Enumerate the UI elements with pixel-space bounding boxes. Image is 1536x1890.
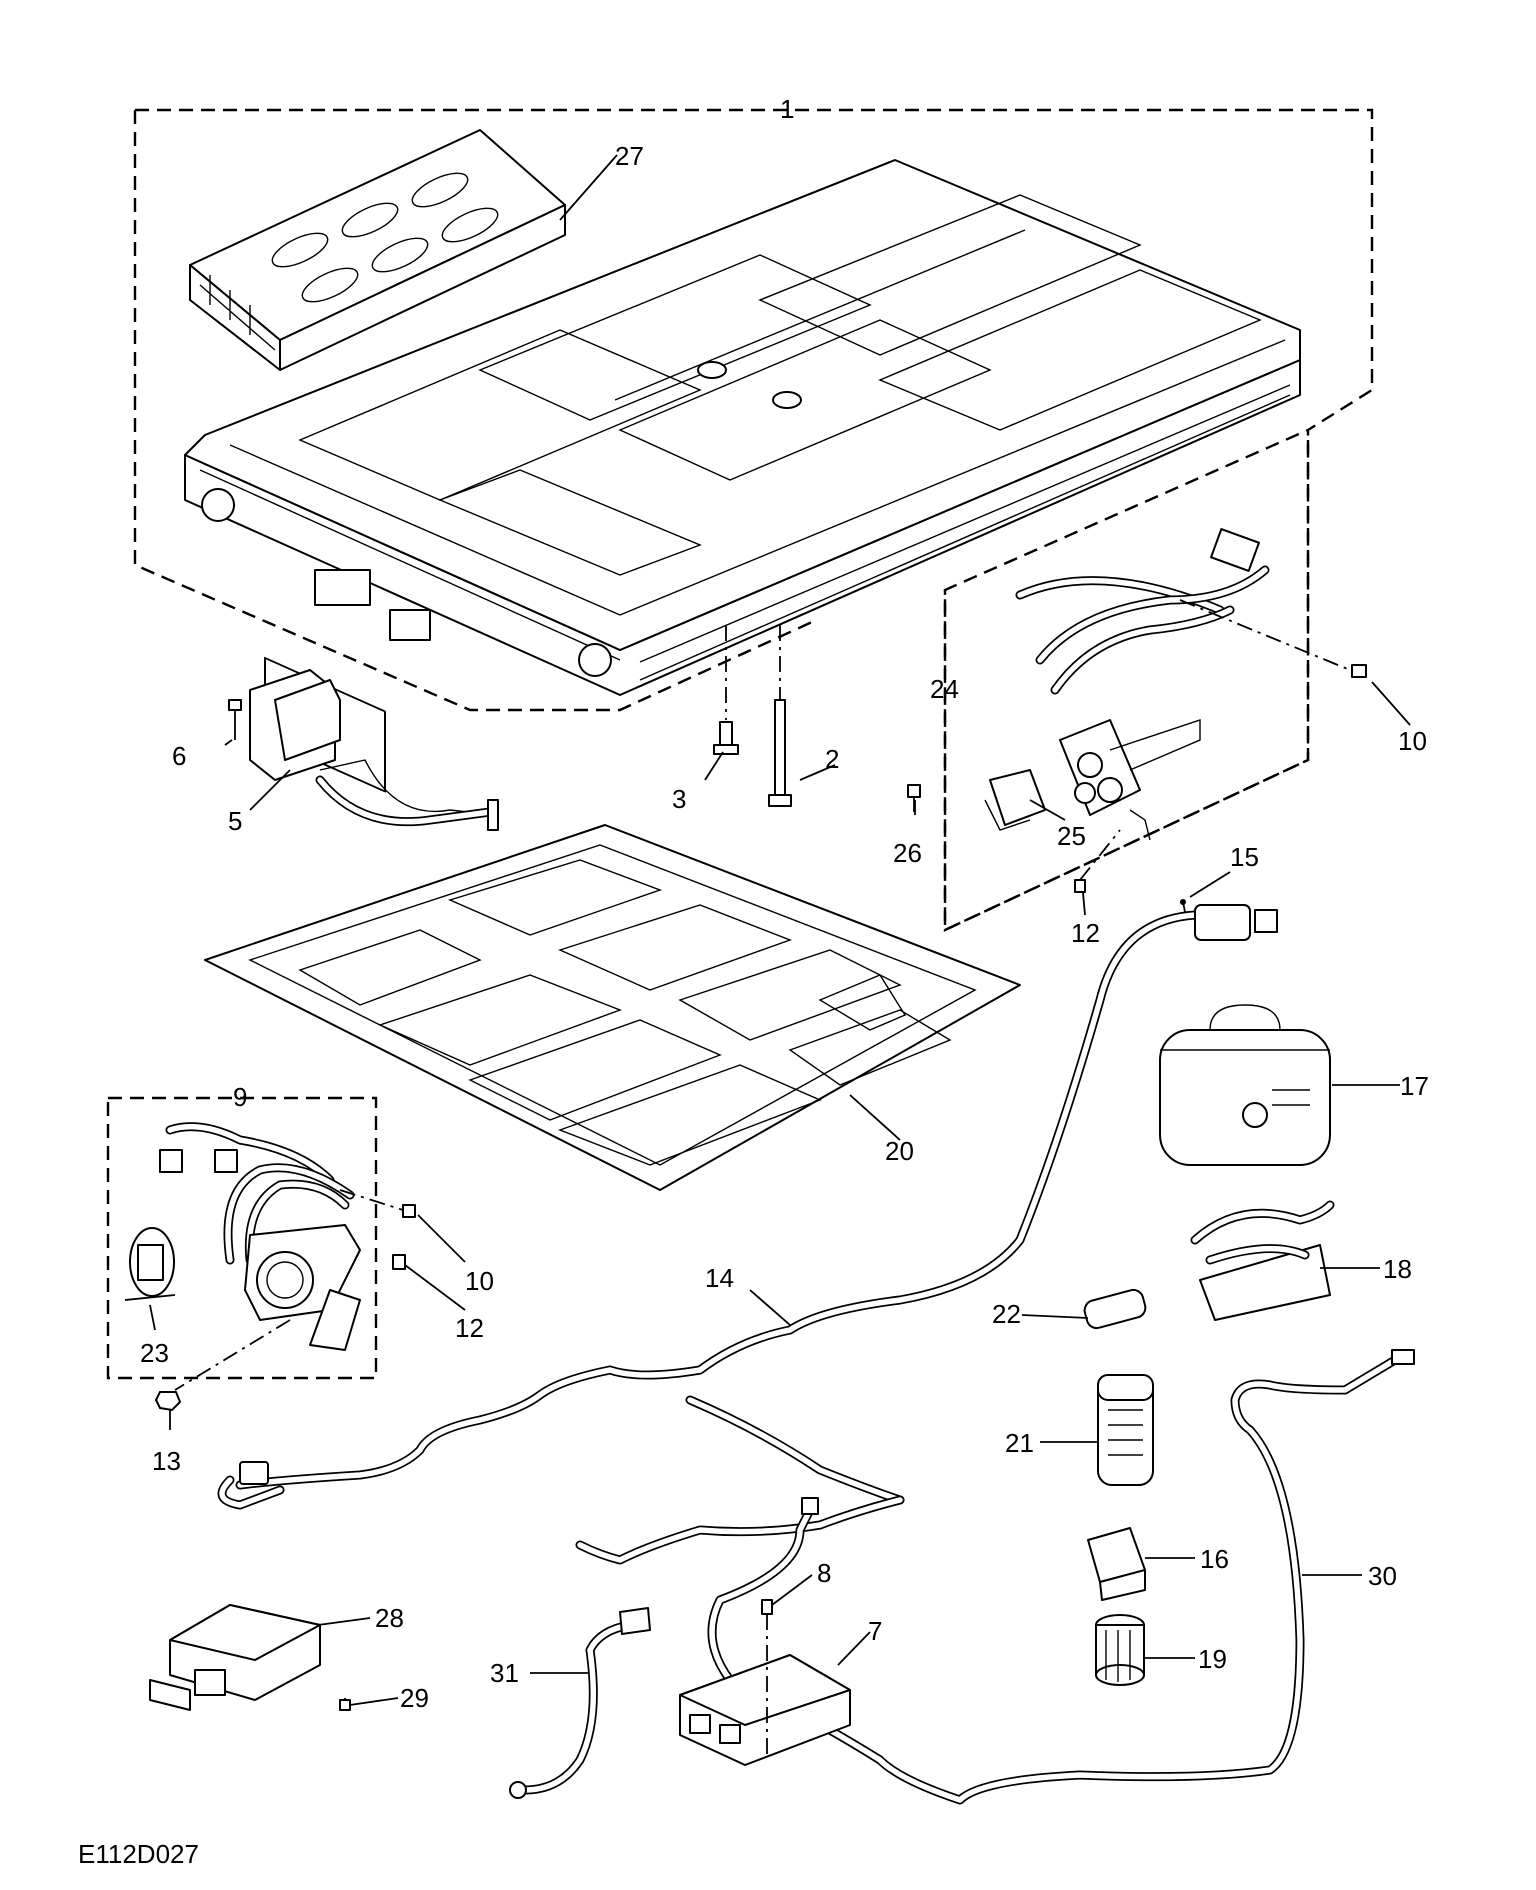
- first-aid-bag-part-17: [1159, 1004, 1331, 1166]
- bolt-part-15: [1180, 899, 1186, 913]
- callout-15: 15: [1230, 842, 1259, 872]
- diagram-code: E112D027: [78, 1839, 199, 1869]
- heater-assembly-part-9: [159, 1122, 361, 1351]
- battery-pack-group-outline: [133, 108, 1374, 932]
- filter-part-19: [1095, 1614, 1145, 1686]
- callout-12-lower: 12: [455, 1313, 484, 1343]
- bracket-assembly-part-5: [249, 669, 499, 831]
- callout-24: 24: [930, 674, 959, 704]
- callout-13: 13: [152, 1446, 181, 1476]
- callout-3: 3: [672, 784, 686, 814]
- callout-2: 2: [825, 744, 839, 774]
- charge-port-part-24: [1015, 528, 1270, 841]
- callout-17: 17: [1400, 1071, 1429, 1101]
- callout-labels: 1 27 6 5 3 2 24 10 26 25 12 15 17 20 9 1…: [78, 94, 1429, 1869]
- charger-cable-part-18: [1190, 1200, 1335, 1321]
- callout-25: 25: [1057, 821, 1086, 851]
- connector-part-25: [984, 769, 1046, 831]
- callout-7: 7: [868, 1616, 882, 1646]
- callout-20: 20: [885, 1136, 914, 1166]
- callout-16: 16: [1200, 1544, 1229, 1574]
- connector-part-16: [1087, 1527, 1146, 1601]
- callout-14: 14: [705, 1263, 734, 1293]
- callout-9: 9: [233, 1082, 247, 1112]
- callout-6: 6: [172, 741, 186, 771]
- controller-part-28: [149, 1604, 321, 1711]
- bottom-plate-part-20: [204, 824, 1021, 1191]
- bolt-icon: [713, 625, 792, 807]
- module-part-7: [679, 1654, 851, 1766]
- bolt-part-29: [339, 1698, 351, 1711]
- sensor-part-23: [124, 1227, 176, 1301]
- screw-part-12-lower: [392, 1254, 406, 1270]
- screw-part-12-upper: [1074, 829, 1121, 893]
- bolt-part-8: [761, 1599, 773, 1755]
- nut-part-13: [155, 1319, 291, 1411]
- callout-10-upper: 10: [1398, 726, 1427, 756]
- bolt-part-6: [228, 699, 242, 740]
- callout-18: 18: [1383, 1254, 1412, 1284]
- bolt-part-10-lower: [339, 1189, 416, 1218]
- connector-part-21: [1097, 1374, 1154, 1486]
- charge-port-group-outline: [943, 440, 1310, 932]
- callout-31: 31: [490, 1658, 519, 1688]
- callout-28: 28: [375, 1603, 404, 1633]
- callout-22: 22: [992, 1299, 1021, 1329]
- callout-8: 8: [817, 1558, 831, 1588]
- fuse-part-22: [1083, 1288, 1147, 1330]
- callout-26: 26: [893, 838, 922, 868]
- callout-19: 19: [1198, 1644, 1227, 1674]
- callout-27: 27: [615, 141, 644, 171]
- screw-part-26: [907, 784, 921, 812]
- callout-23: 23: [140, 1338, 169, 1368]
- callout-5: 5: [228, 806, 242, 836]
- harness-icon: [217, 904, 1278, 1565]
- leader-lines: [149, 154, 1411, 1706]
- callout-10-lower: 10: [465, 1266, 494, 1296]
- bolt-part-10-upper: [1179, 599, 1367, 678]
- heater-group-outline: [106, 1096, 378, 1380]
- callout-21: 21: [1005, 1428, 1034, 1458]
- callout-12-upper: 12: [1071, 918, 1100, 948]
- callout-30: 30: [1368, 1561, 1397, 1591]
- cable-part-31: [509, 1607, 651, 1799]
- callout-29: 29: [400, 1683, 429, 1713]
- bms-module-icon: [189, 129, 566, 371]
- callout-1: 1: [780, 94, 794, 124]
